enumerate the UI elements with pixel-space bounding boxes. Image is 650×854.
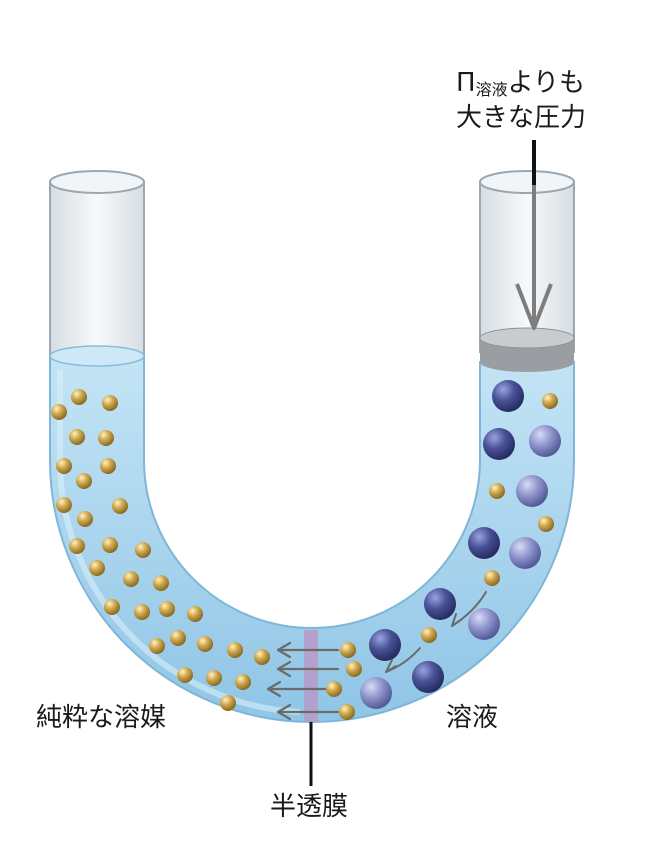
solvent-particle — [159, 601, 175, 617]
solvent-particle — [104, 599, 120, 615]
solvent-particle — [254, 649, 270, 665]
left-tube-glass — [49, 181, 145, 363]
solvent-particle — [421, 627, 437, 643]
solute-particle — [509, 537, 541, 569]
solvent-particle — [538, 516, 554, 532]
right-tube-glass — [479, 181, 575, 353]
solute-particle — [369, 629, 401, 661]
solvent-particle — [206, 670, 222, 686]
solvent-particle — [71, 389, 87, 405]
left-tube-rim — [49, 170, 145, 194]
curved-flow-arrows — [385, 591, 487, 673]
solute-particle — [412, 661, 444, 693]
solvent-particle — [135, 542, 151, 558]
solvent-particles-right — [326, 393, 558, 720]
left-liquid-surface — [49, 345, 145, 367]
right-tube-rim — [479, 170, 575, 194]
solvent-particle — [170, 630, 186, 646]
solvent-particle — [69, 538, 85, 554]
solute-particles — [360, 380, 561, 709]
solvent-particle — [197, 636, 213, 652]
pressure-label: Π溶液よりも — [456, 68, 585, 99]
solvent-particle — [77, 511, 93, 527]
solvent-particle — [112, 498, 128, 514]
solute-particle — [529, 425, 561, 457]
solute-particle — [468, 608, 500, 640]
solution-label: 溶液 — [446, 703, 499, 733]
solvent-particle — [56, 458, 72, 474]
solvent-particle — [489, 483, 505, 499]
solvent-particle — [326, 681, 342, 697]
solvent-particle — [51, 404, 67, 420]
solvent-particle — [220, 695, 236, 711]
solvent-particle — [542, 393, 558, 409]
solvent-particle — [227, 642, 243, 658]
solvent-particle — [484, 570, 500, 586]
solvent-particles-left — [51, 389, 270, 711]
pressure-symbol: Π — [456, 68, 476, 98]
solvent-particle — [56, 497, 72, 513]
solvent-particle — [177, 667, 193, 683]
pressure-suffix: よりも — [507, 68, 586, 98]
solvent-particle — [153, 575, 169, 591]
solvent-particle — [340, 642, 356, 658]
solvent-particle — [149, 638, 165, 654]
solvent-particle — [235, 674, 251, 690]
pressure-subscript: 溶液 — [475, 80, 508, 99]
membrane-label: 半透膜 — [270, 792, 349, 822]
solvent-particle — [100, 458, 116, 474]
down-arrow-icon — [515, 140, 553, 330]
solvent-particle — [69, 429, 85, 445]
solute-particle — [424, 588, 456, 620]
semipermeable-membrane — [304, 630, 318, 722]
pressure-label-line2: 大きな圧力 — [456, 103, 587, 133]
solute-particle — [483, 428, 515, 460]
piston-top — [479, 327, 575, 349]
solvent-particle — [123, 571, 139, 587]
solvent-particle — [339, 704, 355, 720]
solvent-particle — [134, 604, 150, 620]
solvent-particle — [102, 537, 118, 553]
solute-particle — [360, 677, 392, 709]
solute-particle — [468, 527, 500, 559]
solvent-particle — [76, 473, 92, 489]
solvent-particle — [187, 606, 203, 622]
left-arrow-icon — [266, 641, 340, 721]
solute-particle — [516, 475, 548, 507]
solvent-particle — [346, 661, 362, 677]
solvent-particle — [98, 430, 114, 446]
solute-particle — [492, 380, 524, 412]
pure-solvent-label: 純粋な溶媒 — [36, 703, 167, 733]
solvent-particle — [102, 395, 118, 411]
solvent-particle — [89, 560, 105, 576]
